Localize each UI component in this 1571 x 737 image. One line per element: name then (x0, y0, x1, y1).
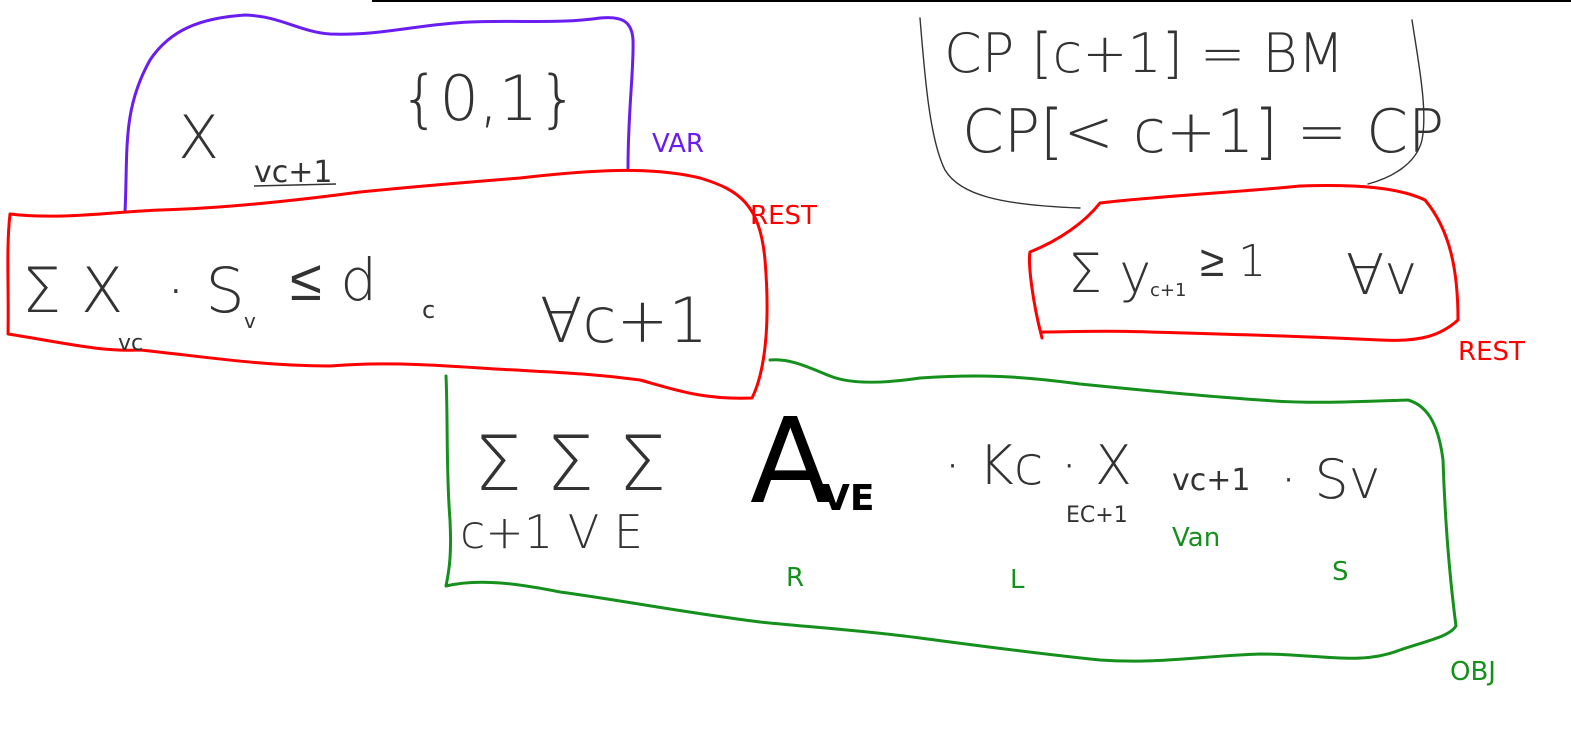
cp-line-1: CP [c+1] = BM (944, 22, 1344, 85)
cp-bracket-right (1367, 19, 1425, 185)
obj-a-sub: VE (822, 478, 874, 519)
term-r-label: R (786, 563, 804, 593)
obj-sums: Σ Σ Σ (474, 419, 666, 508)
rest-right-sub: c+1 (1150, 280, 1186, 301)
rest-left-sum: Σ X (22, 254, 123, 327)
obj-x-sub: vc+1 (1172, 463, 1250, 498)
term-van-label: Van (1172, 523, 1220, 553)
obj-kc: · Kc · X (944, 434, 1132, 497)
term-l-label: L (1010, 565, 1025, 595)
var-domain: {0,1} (400, 62, 578, 135)
cp-expressions: CP [c+1] = BM CP[< c+1] = CP (944, 22, 1444, 167)
var-label: VAR (652, 129, 704, 159)
var-symbol: X (178, 103, 219, 173)
restriction-left-expression: Σ X vc · S v ≤ d c ∀c+1 (22, 246, 708, 357)
obj-sums-sub: c+1 V E (460, 505, 643, 559)
rest-left-forall: ∀c+1 (540, 284, 708, 357)
rest-right-ge: ≥ 1 (1200, 236, 1266, 287)
rest-right-sum: Σ y (1068, 242, 1151, 305)
obj-a: A (750, 392, 831, 530)
variable-expression: X vc+1 {0,1} (178, 62, 578, 190)
rest-left-sub3: c (422, 296, 435, 324)
rest-left-body: · S (166, 254, 245, 327)
var-subscript-underline (253, 183, 337, 187)
restriction-left-frame (6, 168, 769, 400)
rest-right-forall: ∀v (1346, 243, 1417, 308)
restriction-right-frame (1028, 184, 1460, 342)
obj-label: OBJ (1450, 657, 1496, 687)
rest-left-le: ≤ d (290, 246, 377, 314)
variables-frame (123, 13, 635, 214)
rest-left-sub2: v (244, 309, 256, 333)
objective-expression: Σ Σ Σ c+1 V E A VE · Kc · X EC+1 vc+1 · … (460, 392, 1381, 559)
cp-bracket-left (919, 17, 1081, 209)
rest-left-label: REST (750, 201, 817, 231)
rest-right-label: REST (1458, 337, 1525, 367)
restriction-right-expression: Σ y c+1 ≥ 1 ∀v (1068, 236, 1417, 308)
cp-line-2: CP[< c+1] = CP (962, 97, 1444, 167)
term-s-label: S (1332, 557, 1349, 587)
rest-left-sub: vc (118, 331, 143, 356)
obj-kc-sub: EC+1 (1066, 503, 1128, 528)
obj-s: · Sv (1280, 448, 1381, 511)
objective-frame (444, 358, 1458, 663)
